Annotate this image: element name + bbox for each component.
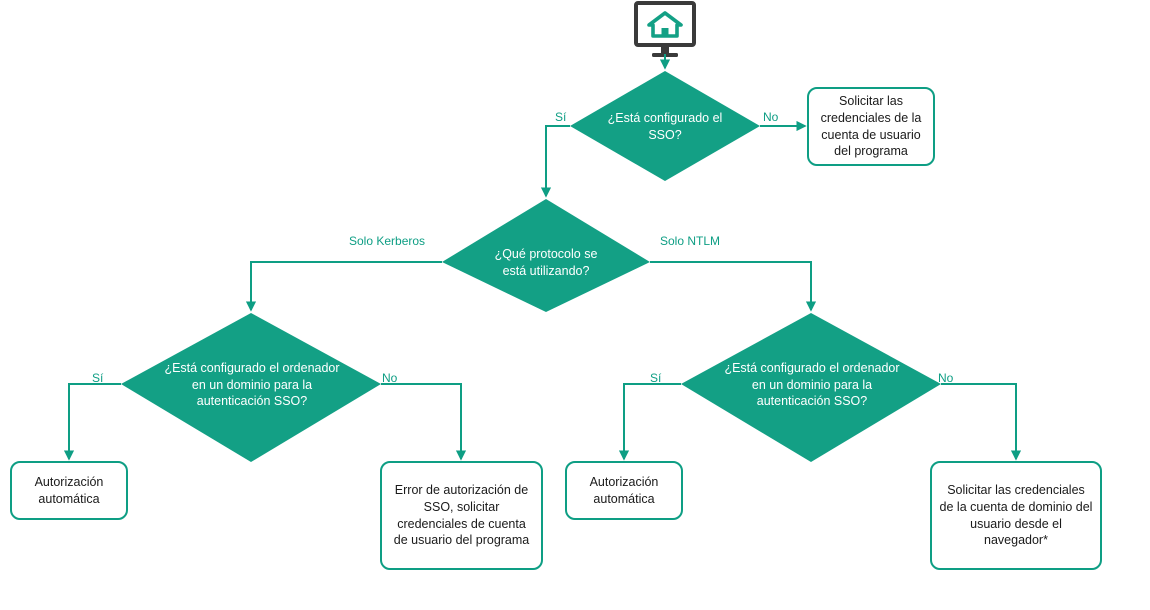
- edge-d1-yes-to-d2: [540, 125, 570, 198]
- edge-d2-kerberos-to-d3: [245, 261, 442, 312]
- edge-d2-ntlm-to-d4: [650, 261, 817, 312]
- box-automatic-authorization-ntlm[interactable]: Autorización automática: [565, 461, 683, 520]
- edge-label-d1-yes: Sí: [555, 110, 567, 124]
- edge-label-d3-yes: Sí: [92, 371, 104, 385]
- diamond-protocol: [442, 199, 650, 312]
- diamond-kerberos-domain: [121, 313, 381, 462]
- edge-d3-no-to-b3: [381, 383, 467, 461]
- box-automatic-authorization-kerberos[interactable]: Autorización automática: [10, 461, 128, 520]
- edge-label-d1-no: No: [763, 110, 779, 124]
- edge-label-d2-kerberos: Solo Kerberos: [349, 234, 426, 248]
- edge-d4-no-to-b5: [941, 383, 1022, 461]
- diamond-sso-configured: [570, 71, 760, 181]
- edge-d4-yes-to-b4: [618, 383, 681, 461]
- edge-d3-yes-to-b2: [63, 383, 121, 461]
- monitor-home-icon: [634, 1, 696, 57]
- diamond-shapes: [121, 71, 941, 462]
- box-request-program-user-credentials[interactable]: Solicitar las credenciales de la cuenta …: [807, 87, 935, 166]
- box-request-domain-credentials-browser[interactable]: Solicitar las credenciales de la cuenta …: [930, 461, 1102, 570]
- edge-label-d3-no: No: [382, 371, 398, 385]
- edge-label-d2-ntlm: Solo NTLM: [660, 234, 721, 248]
- box-sso-authorization-error[interactable]: Error de autorización de SSO, solicitar …: [380, 461, 543, 570]
- edge-label-d4-yes: Sí: [650, 371, 662, 385]
- diamond-ntlm-domain: [681, 313, 941, 462]
- edge-label-d4-no: No: [938, 371, 954, 385]
